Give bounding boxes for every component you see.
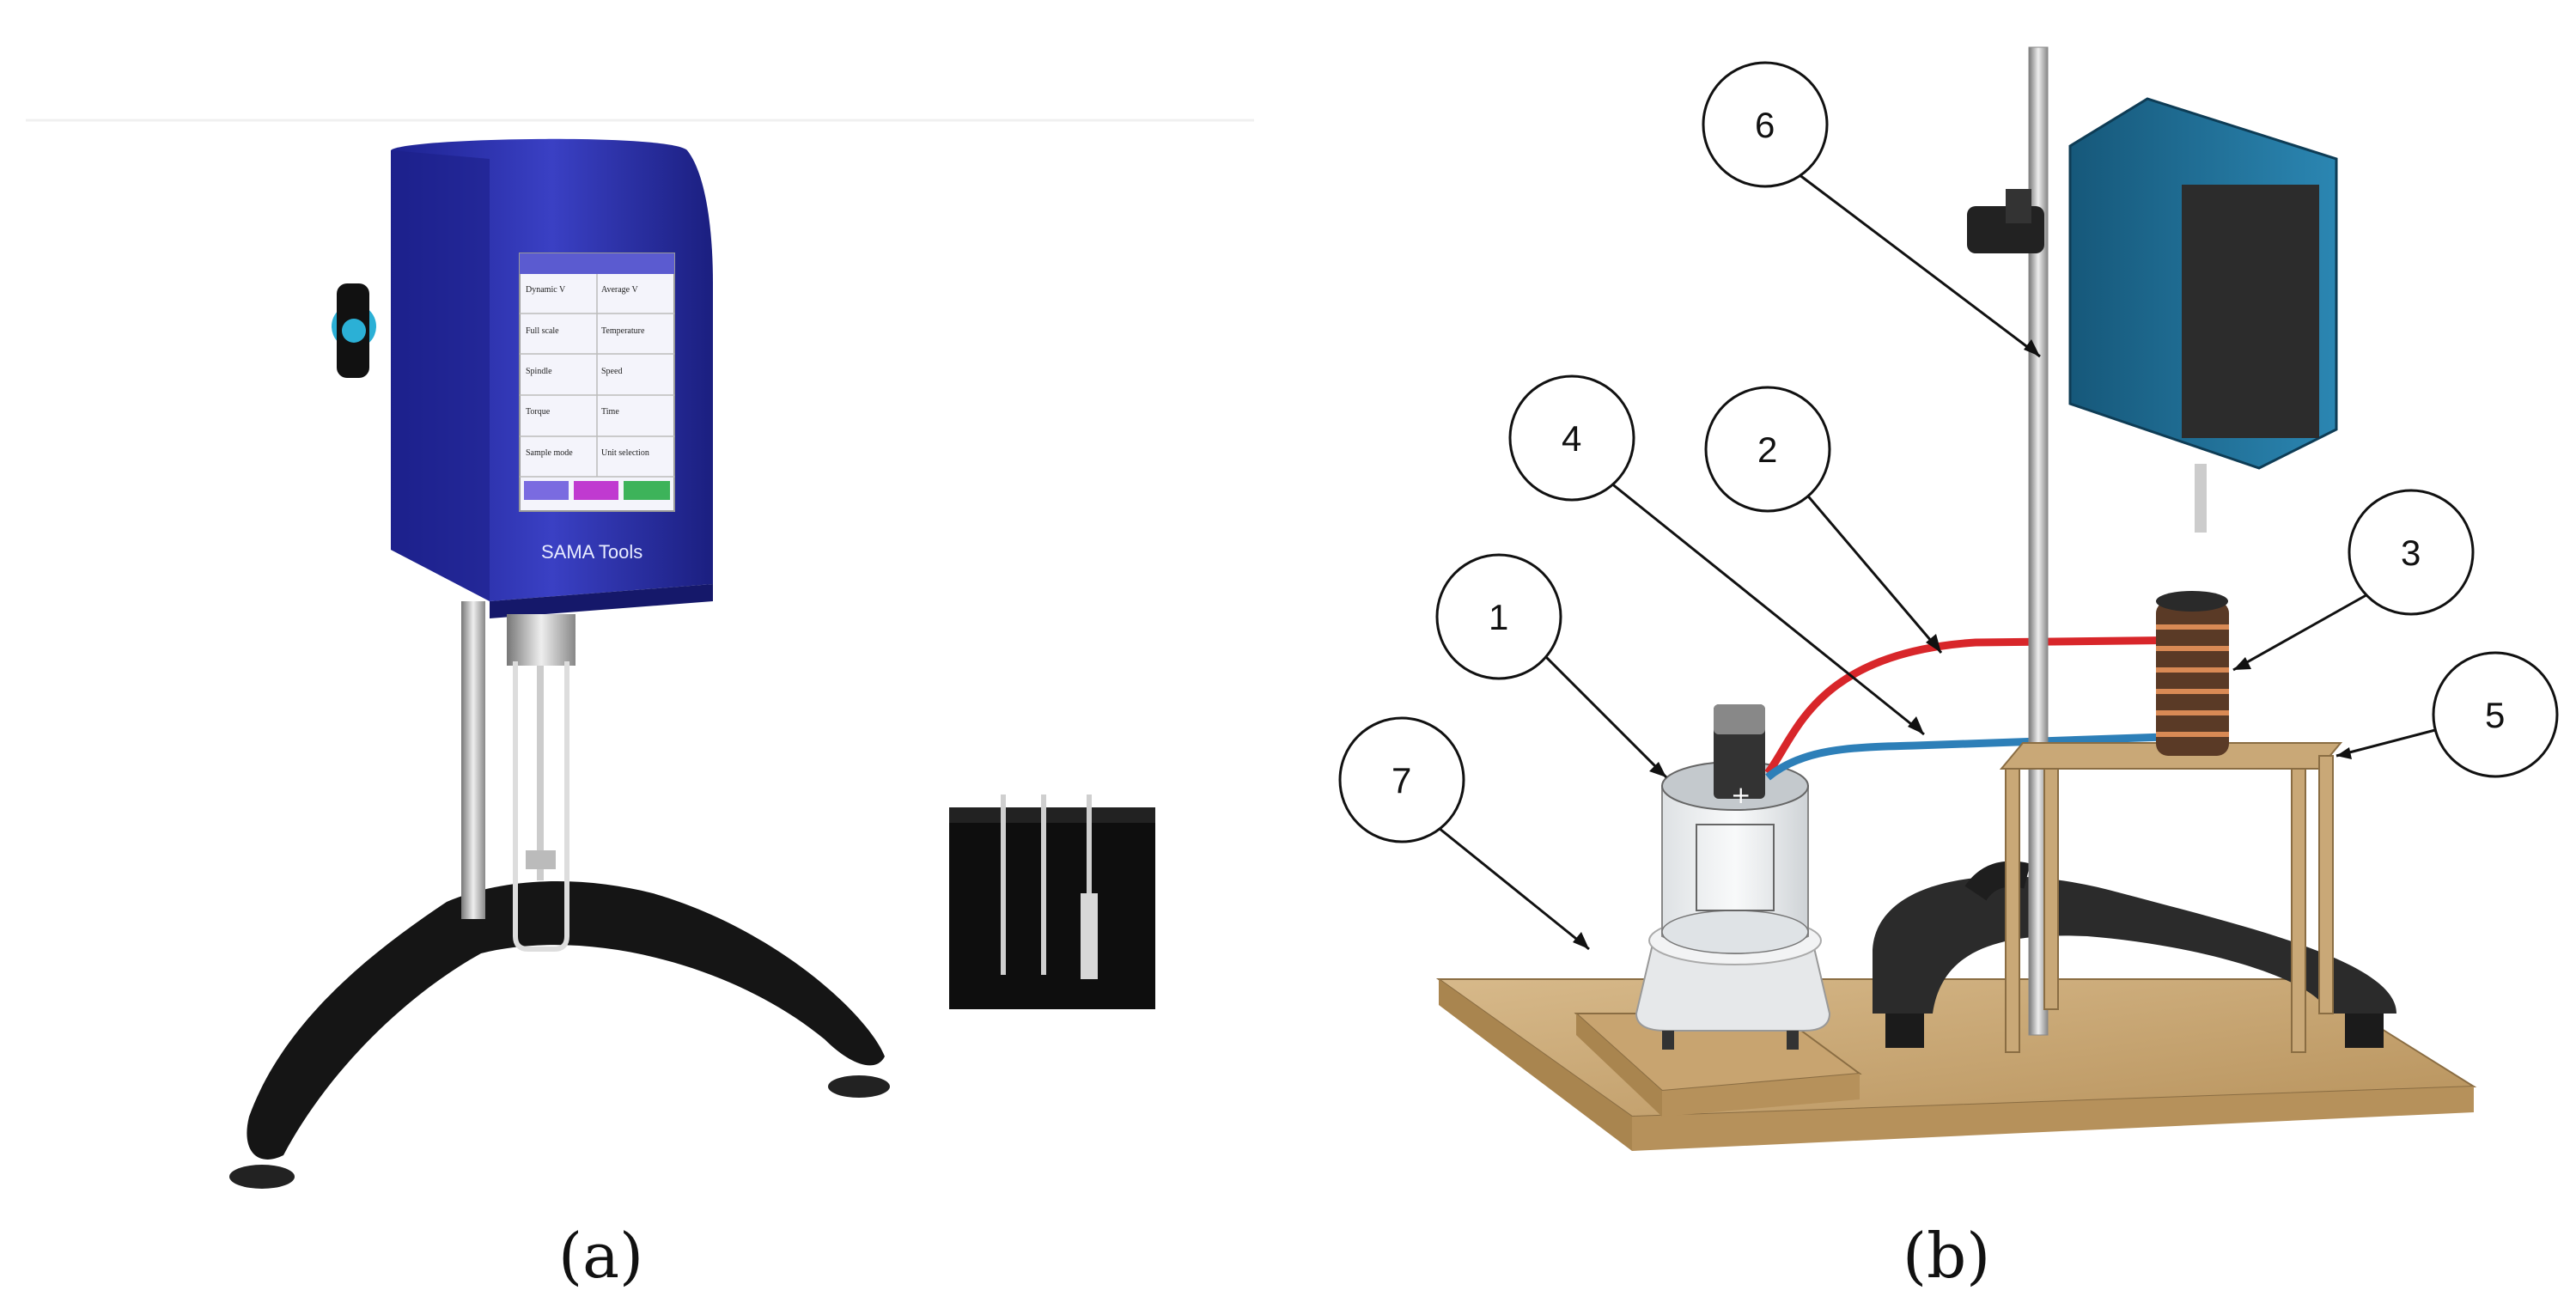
caption-b: (b) <box>1903 1220 1991 1292</box>
wooden-table <box>1999 742 2343 1053</box>
screen-cell-9: Unit selection <box>601 448 649 458</box>
svg-text:+: + <box>1731 781 1751 809</box>
screen-cell-0: Dynamic V <box>526 285 566 295</box>
callout-1: 1 <box>1435 553 1668 779</box>
callout-5-label: 5 <box>2485 695 2505 735</box>
viscometer-stand <box>229 601 890 1189</box>
callout-4-label: 4 <box>1562 418 1581 459</box>
panel-a-viscometer: Dynamic V Average V Full scale Temperatu… <box>26 119 1254 1189</box>
spindle-rack <box>949 794 1155 1009</box>
blue-wire <box>1765 733 2165 781</box>
screen-cell-4: Spindle <box>526 367 552 376</box>
callout-3: 3 <box>2232 489 2475 672</box>
screen-cell-8: Sample mode <box>526 448 573 458</box>
callout-6-label: 6 <box>1755 105 1775 145</box>
callout-3-label: 3 <box>2401 533 2421 573</box>
callout-7: 7 <box>1338 716 1590 951</box>
callout-6: 6 <box>1702 61 2041 358</box>
viscometer-beaker: + <box>1661 704 1809 954</box>
motor-box <box>1967 97 2338 533</box>
stand-base <box>1873 861 2396 1048</box>
callouts: 1 2 3 4 <box>1338 61 2559 951</box>
caption-a: (a) <box>558 1220 644 1292</box>
screen-cell-7: Time <box>601 407 619 417</box>
screen-cell-6: Torque <box>526 407 551 417</box>
screen-cell-5: Speed <box>601 367 622 376</box>
panel-b-cad-setup: + <box>1338 46 2559 1151</box>
viscometer-head: Dynamic V Average V Full scale Temperatu… <box>332 138 713 618</box>
spindle-assembly <box>507 614 575 952</box>
callout-7-label: 7 <box>1392 760 1411 801</box>
screen-cell-2: Full scale <box>526 326 559 336</box>
touch-screen: Dynamic V Average V Full scale Temperatu… <box>519 253 675 512</box>
screen-cell-1: Average V <box>601 285 638 295</box>
support-rod <box>2028 46 2049 1036</box>
screen-cell-3: Temperature <box>601 326 645 336</box>
callout-4: 4 <box>1508 374 1925 736</box>
callout-1-label: 1 <box>1489 597 1508 637</box>
callout-2-label: 2 <box>1757 429 1777 470</box>
callout-5: 5 <box>2335 651 2559 778</box>
callout-2: 2 <box>1704 386 1943 654</box>
heating-coil <box>2156 591 2229 756</box>
brand-label: SAMA Tools <box>541 541 642 563</box>
